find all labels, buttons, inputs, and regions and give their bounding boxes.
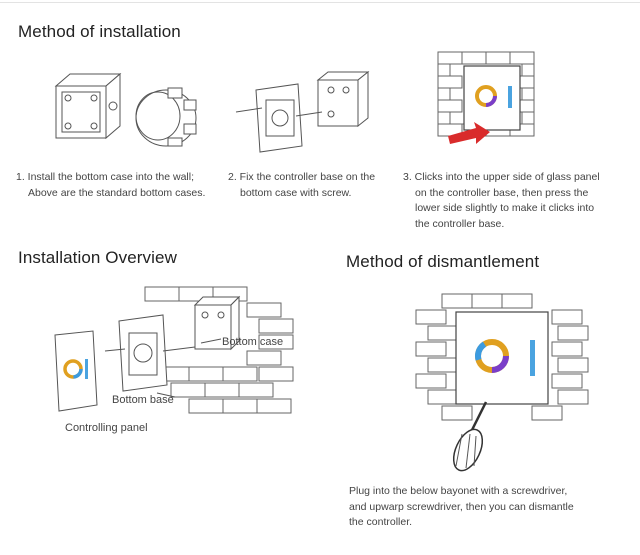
top-divider [0,2,640,3]
dismantle-title: Method of dismantlement [346,252,540,271]
step-3-caption: 3. Clicks into the upper side of glass p… [403,170,600,232]
step-3-line-4: the controller base. [415,217,505,230]
dismantlement-illustration [415,293,589,472]
controller-base-illustration [235,70,370,153]
step-1-line-2: Above are the standard bottom cases. [28,186,206,199]
step-1-caption: 1. Install the bottom case into the wall… [16,170,205,201]
step-2-caption: 2. Fix the controller base on the bottom… [228,170,375,201]
controlling-panel-label: Controlling panel [65,422,148,434]
step-3-line-1: 3. Clicks into the upper side of glass p… [403,171,600,183]
overview-title: Installation Overview [18,248,177,267]
bottom-case-illustration [54,72,197,147]
glass-panel-on-wall-illustration [437,51,535,144]
dismantle-caption: Plug into the below bayonet with a screw… [349,484,574,531]
step-3-line-3: lower side slightly to make it clicks in… [415,202,595,214]
bottom-base-label: Bottom base [112,394,174,406]
bottom-case-label: Bottom case [222,336,284,348]
dismantle-line-1: Plug into the below bayonet with a screw… [349,485,568,497]
step-3-line-2: on the controller base, then press the [415,186,589,199]
dismantle-line-2: and upwarp screwdriver, then you can dis… [349,500,574,513]
installation-title: Method of installation [18,22,181,41]
dismantle-line-3: the controller. [349,516,413,528]
step-2-line-1: 2. Fix the controller base on the [228,171,376,183]
dismantle-brick-wall [415,293,589,421]
step-2-line-2: bottom case with screw. [240,186,352,199]
step-1-line-1: 1. Install the bottom case into the wall… [16,171,195,183]
installation-overview-illustration [54,286,294,414]
